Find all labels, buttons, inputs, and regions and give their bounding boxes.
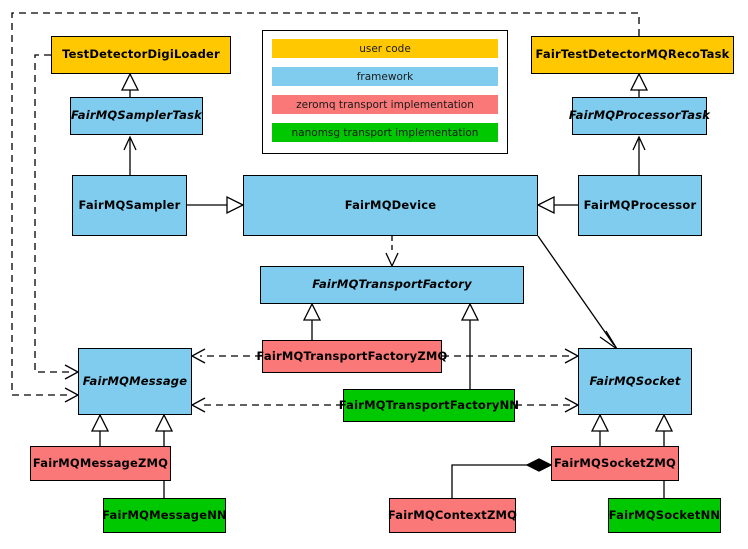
class-box-fairmqcontextzmq[interactable]: FairMQContextZMQ [388,498,517,533]
class-box-fairmqsampler[interactable]: FairMQSampler [72,175,187,236]
class-box-fairmqmessage[interactable]: FairMQMessage [78,348,192,415]
edge-tfzmq-to-message [190,348,262,364]
class-box-fairmqsocket[interactable]: FairMQSocket [578,348,692,415]
class-box-fairmqmessagenn[interactable]: FairMQMessageNN [102,498,227,533]
legend-item-zeromq: zeromq transport implementation [272,95,498,114]
edge-tfzmq-to-transportfactory [302,302,322,340]
class-box-fairmqsamplertask[interactable]: FairMQSamplerTask [70,97,203,135]
edge-processor-to-device [536,195,578,215]
edge-messagezmq-to-message [90,413,110,446]
legend-panel: user code framework zeromq transport imp… [262,30,508,154]
edge-tfnn-to-message [190,397,343,413]
class-box-fairmqtransportfactory[interactable]: FairMQTransportFactory [260,266,524,304]
class-box-testdetectordigiloader[interactable]: TestDetectorDigiLoader [51,36,231,74]
legend-label-nanomsg: nanomsg transport implementation [291,126,479,139]
edge-device-to-transportfactory [385,236,399,268]
edge-device-to-socket [537,235,618,350]
edge-tfzmq-to-socket [442,348,580,364]
legend-item-framework: framework [272,67,498,86]
legend-item-nanomsg: nanomsg transport implementation [272,123,498,142]
edge-sampler-to-device [187,195,245,215]
class-box-fairmqtransportfactoryzmq[interactable]: FairMQTransportFactoryZMQ [257,340,447,373]
class-box-fairmqsocketnn[interactable]: FairMQSocketNN [608,498,721,533]
edge-processor-to-processortask [632,135,646,175]
legend-label-framework: framework [356,70,414,83]
class-box-fairmqtransportfactorynn[interactable]: FairMQTransportFactoryNN [339,389,519,422]
legend-label-user-code: user code [359,42,411,55]
edge-tfnn-to-socket [515,397,580,413]
edge-sampler-to-samplertask [123,135,137,175]
class-box-fairmqprocessortask[interactable]: FairMQProcessorTask [569,97,710,135]
edge-samplertask-to-digiloader [120,72,140,97]
class-box-fairmqdevice[interactable]: FairMQDevice [243,175,538,236]
edge-tfnn-to-transportfactory [460,302,480,389]
legend-label-zeromq: zeromq transport implementation [296,98,474,111]
class-box-fairtestdetectormqrecotask[interactable]: FairTestDetectorMQRecoTask [531,36,734,74]
edge-socketzmq-to-socket [590,413,610,446]
class-box-fairmqprocessor[interactable]: FairMQProcessor [578,175,702,236]
legend-item-user-code: user code [272,39,498,58]
edge-contextzmq-to-socketzmq [451,458,553,498]
edge-processortask-to-recotask [629,72,649,97]
class-box-fairmqmessagezmq[interactable]: FairMQMessageZMQ [30,446,171,481]
class-box-fairmqsocketzmq[interactable]: FairMQSocketZMQ [551,446,679,481]
